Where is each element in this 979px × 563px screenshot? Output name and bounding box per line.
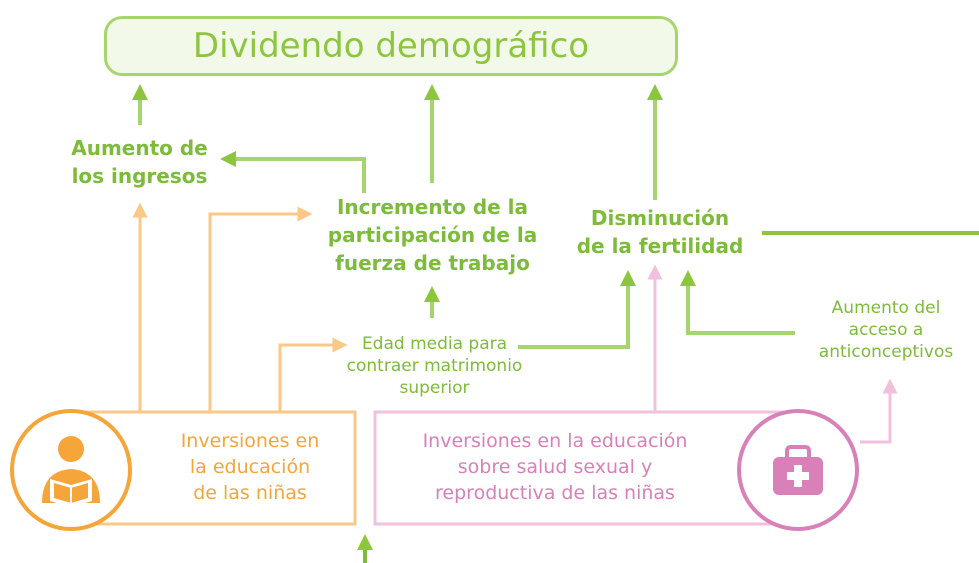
arrow-marriage-to-fertility (518, 270, 636, 349)
contraceptives-label: Aumento del acceso a anticonceptivos (818, 298, 954, 362)
marriage-age-label: Edad media para contraer matrimonio supe… (346, 334, 523, 398)
arrow-contraceptives-to-fertility (680, 270, 795, 335)
girl-reading-book-icon (10, 409, 132, 531)
fertility-label: Disminución de la fertilidad (576, 206, 744, 258)
arrow-workforce-to-income (220, 151, 366, 193)
sexual-health-education-label: Inversiones en la educación sobre salud … (422, 430, 688, 504)
workforce-label: Incremento de la participación de la fue… (327, 195, 538, 275)
arrow-girls-edu-to-workforce (208, 206, 313, 412)
diagram-title: Dividendo demográfico (104, 16, 678, 76)
first-aid-kit-icon (737, 409, 859, 531)
income-label: Aumento de los ingresos (71, 136, 208, 188)
girls-education-label: Inversiones en la educación de las niñas (180, 430, 320, 504)
arrow-girls-edu-to-marriage (278, 337, 348, 412)
arrow-sexual-health-to-contraceptives (860, 378, 898, 444)
